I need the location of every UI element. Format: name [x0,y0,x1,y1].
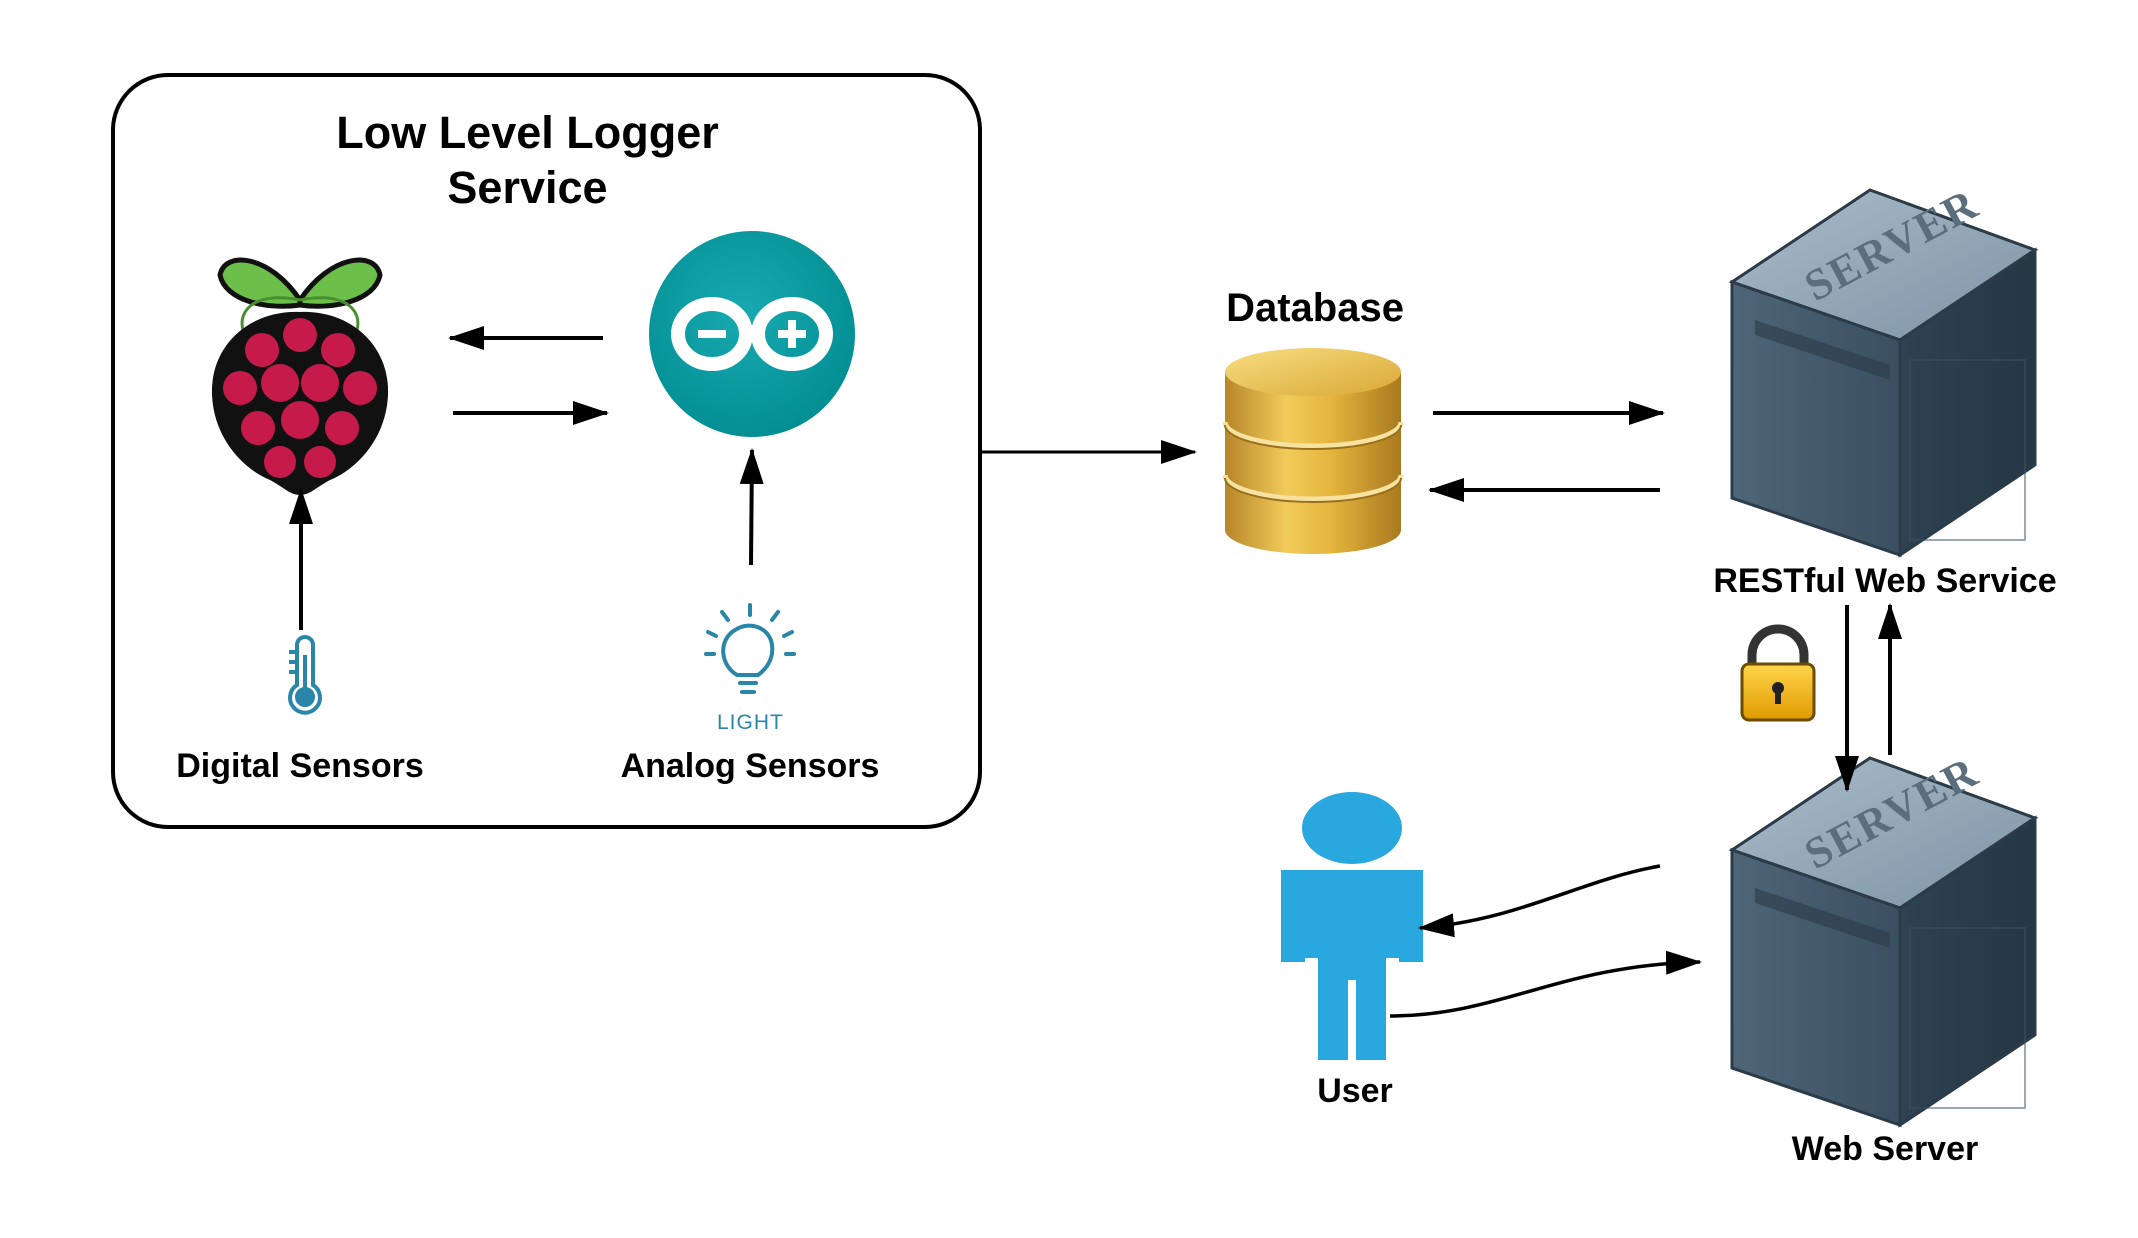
restful-web-service-label: RESTful Web Service [1713,562,2057,600]
thermometer-icon [288,635,322,715]
web-server-label: Web Server [1791,1130,1979,1168]
logger-service-title: Low Level Logger Service [280,105,775,215]
user-icon [1281,792,1423,1060]
user-leg-gap [1348,980,1356,1060]
arrow-web-server-to-user [1418,864,1661,938]
database-icon [1222,348,1404,554]
light-icon-text: LIGHT [717,711,784,734]
server-icon: SERVER [1728,747,2039,1128]
arrow-user-to-web-server [1389,950,1702,1018]
lock-icon [1740,624,1816,722]
arduino-icon [649,231,855,437]
light-bulb-icon [704,603,796,694]
logger-title-line-2: Service [447,162,608,213]
logger-title-line-1: Low Level Logger [336,107,719,158]
server-icon: SERVER [1728,179,2039,558]
database-label: Database [1226,286,1404,330]
arrow-analog-sensors-to-arduino [739,448,764,566]
raspberry-pi-icon [211,257,389,495]
analog-sensors-label: Analog Sensors [620,747,880,785]
user-label: User [1317,1072,1393,1110]
digital-sensors-label: Digital Sensors [176,747,424,785]
